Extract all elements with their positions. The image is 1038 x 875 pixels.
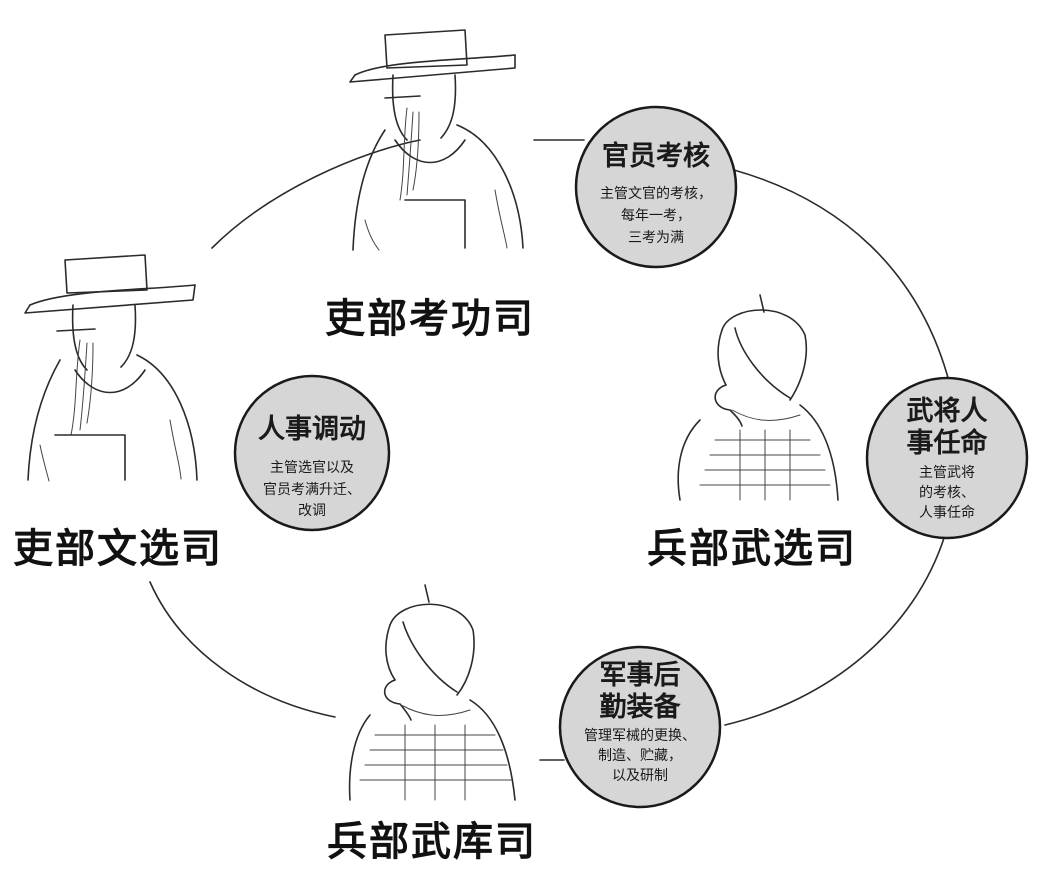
military-officer-icon bbox=[677, 294, 839, 501]
duty-description-line: 主管文官的考核， bbox=[600, 186, 712, 202]
duty-title: 事任命 bbox=[907, 427, 989, 459]
cycle-arc-right-top bbox=[733, 169, 951, 386]
duty-bubble-personnel-transfer: 人事调动 主管选官以及 官员考满升迁、 改调 bbox=[233, 374, 391, 532]
duty-description-line: 制造、贮藏， bbox=[598, 748, 682, 764]
duty-description-line: 管理军械的更换、 bbox=[584, 727, 696, 744]
duty-title: 武将人 bbox=[907, 396, 988, 427]
duty-bubble-circle bbox=[558, 645, 722, 809]
duty-bubble-official-assessment: 官员考核 主管文官的考核， 每年一考， 三考为满 bbox=[574, 105, 738, 269]
civil-official-icon bbox=[24, 254, 198, 482]
office-label-bingbu-wuku: 兵部武库司 bbox=[327, 818, 537, 865]
duty-title: 人事调动 bbox=[258, 414, 366, 445]
duty-description-line: 主管选官以及 bbox=[270, 460, 354, 476]
duty-bubble-military-appointment: 武将人 事任命 主管武将 的考核、 人事任命 bbox=[865, 376, 1029, 540]
duty-bubble-circle bbox=[574, 105, 738, 269]
cycle-arc-right-bottom bbox=[724, 534, 946, 726]
office-label-libu-kaogong: 吏部考功司 bbox=[325, 295, 535, 342]
duty-description-line: 每年一考， bbox=[621, 208, 691, 224]
office-label-libu-wenxuan: 吏部文选司 bbox=[13, 525, 223, 572]
duty-description-line: 官员考满升迁、 bbox=[263, 482, 361, 498]
duty-bubble-circle bbox=[865, 376, 1029, 540]
duty-description-line: 主管武将 bbox=[919, 465, 975, 481]
duty-description-line: 的考核、 bbox=[919, 485, 975, 501]
duty-title: 勤装备 bbox=[600, 692, 682, 723]
duty-bubble-military-logistics: 军事后 勤装备 管理军械的更换、 制造、贮藏， 以及研制 bbox=[558, 645, 722, 809]
duty-description-line: 改调 bbox=[298, 503, 326, 519]
military-officer-icon bbox=[348, 584, 516, 801]
duty-description-line: 人事任命 bbox=[919, 504, 975, 521]
cycle-arc-left-bottom bbox=[149, 581, 336, 718]
cycle-arc-top bbox=[211, 139, 421, 249]
civil-official-icon bbox=[349, 29, 524, 251]
duty-bubble-circle bbox=[233, 374, 391, 532]
duty-title: 官员考核 bbox=[602, 140, 710, 172]
duty-description-line: 以及研制 bbox=[612, 768, 668, 784]
office-label-bingbu-wuxuan: 兵部武选司 bbox=[647, 525, 857, 572]
duty-description-line: 三考为满 bbox=[628, 230, 684, 246]
duty-title: 军事后 bbox=[600, 660, 681, 691]
